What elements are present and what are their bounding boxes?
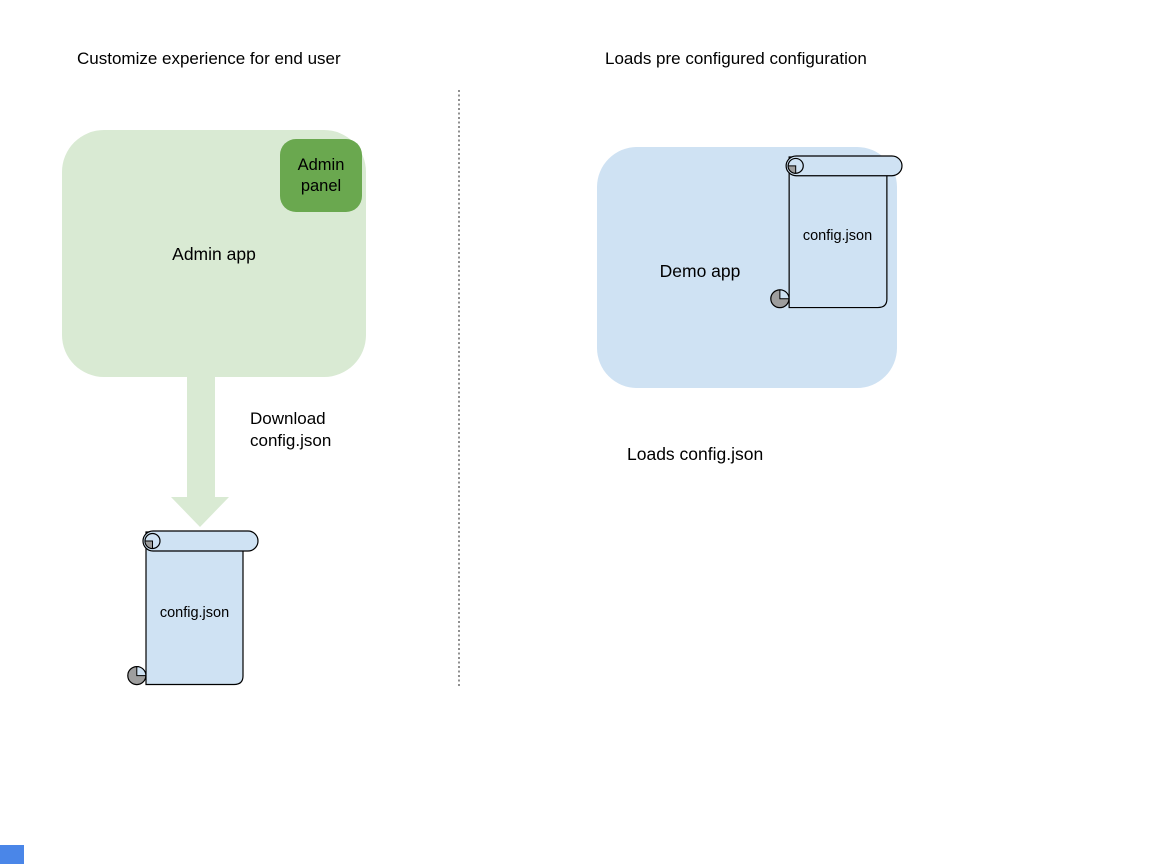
- section-divider: [458, 90, 460, 686]
- loads-config-caption: Loads config.json: [627, 444, 764, 464]
- admin-panel-badge: Admin panel: [280, 139, 362, 212]
- config-scroll-right-label: config.json: [802, 228, 873, 244]
- download-arrow-icon: [171, 377, 229, 527]
- left-section-title: Customize experience for end user: [77, 49, 341, 68]
- scroll-shape-icon: [770, 155, 903, 309]
- config-scroll-right: config.json: [770, 155, 903, 310]
- admin-app-label: Admin app: [172, 244, 256, 264]
- right-section-title: Loads pre configured configuration: [605, 49, 867, 68]
- config-scroll-left: config.json: [127, 530, 259, 687]
- scroll-shape-icon: [127, 530, 259, 686]
- download-caption: Download config.json: [250, 409, 332, 450]
- admin-app-box: Admin app Admin panel: [62, 130, 366, 377]
- corner-blue-square: [0, 845, 24, 864]
- admin-panel-label: Admin panel: [297, 155, 345, 195]
- config-scroll-left-label: config.json: [159, 605, 230, 621]
- demo-app-label: Demo app: [659, 261, 741, 281]
